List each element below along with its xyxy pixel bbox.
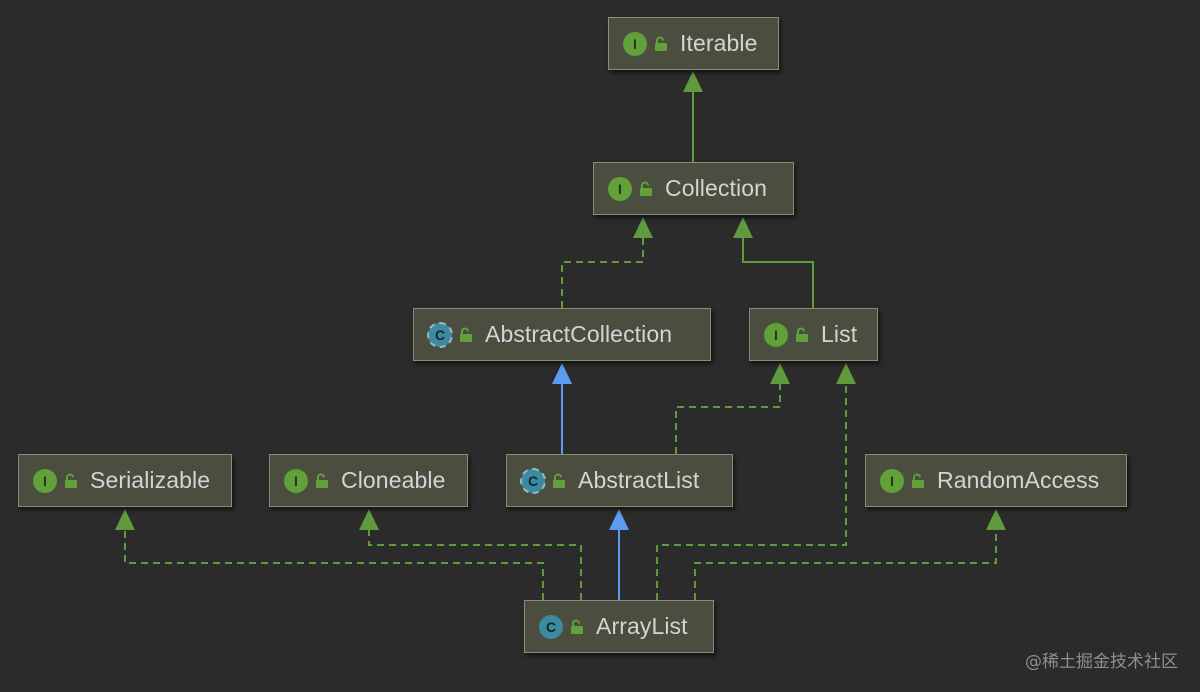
node-label: AbstractCollection	[485, 321, 673, 347]
node-label: Collection	[665, 175, 767, 201]
node-iterable[interactable]: I Iterable	[608, 17, 779, 70]
node-list[interactable]: I List	[749, 308, 878, 361]
node-label: Iterable	[680, 30, 758, 56]
unlocked-padlock-icon	[553, 473, 565, 488]
edge-arraylist-cloneable	[368, 528, 582, 600]
watermark: @稀土掘金技术社区	[1025, 652, 1178, 672]
abstract-class-icon: C	[520, 467, 546, 494]
node-label: RandomAccess	[937, 467, 1100, 493]
arrowhead-randomaccess	[986, 509, 1006, 530]
arrowhead-cloneable	[359, 509, 379, 530]
edge-arraylist-randomaccess	[694, 528, 997, 600]
unlocked-padlock-icon	[460, 327, 472, 342]
interface-icon: I	[764, 322, 788, 347]
unlocked-padlock-icon	[796, 327, 808, 342]
interface-icon: I	[880, 468, 904, 493]
unlocked-padlock-icon	[655, 36, 667, 51]
arrowhead-list-right	[836, 363, 856, 384]
edge-arraylist-list	[656, 382, 847, 600]
edge-list-collection	[742, 236, 814, 308]
interface-icon: I	[623, 31, 647, 56]
unlocked-padlock-icon	[912, 473, 924, 488]
arrowhead-iterable	[683, 71, 703, 92]
arrowhead-collection-left	[633, 217, 653, 238]
arrowhead-serializable	[115, 509, 135, 530]
edge-abstractlist-list	[675, 382, 781, 454]
interface-icon: I	[284, 468, 308, 493]
node-label: AbstractList	[578, 467, 700, 493]
edge-arraylist-serializable	[124, 528, 544, 600]
node-array-list[interactable]: C ArrayList	[524, 600, 714, 653]
node-cloneable[interactable]: I Cloneable	[269, 454, 468, 507]
node-label: ArrayList	[596, 613, 688, 639]
node-collection[interactable]: I Collection	[593, 162, 794, 215]
unlocked-padlock-icon	[316, 473, 328, 488]
unlocked-padlock-icon	[571, 619, 583, 634]
node-label: List	[821, 321, 858, 347]
abstract-class-icon: C	[427, 321, 453, 348]
interface-icon: I	[608, 176, 632, 201]
node-serializable[interactable]: I Serializable	[18, 454, 232, 507]
node-abstract-list[interactable]: C AbstractList	[506, 454, 733, 507]
unlocked-padlock-icon	[640, 181, 652, 196]
node-abstract-collection[interactable]: C AbstractCollection	[413, 308, 711, 361]
class-icon: C	[539, 614, 563, 639]
unlocked-padlock-icon	[65, 473, 77, 488]
node-label: Cloneable	[341, 467, 446, 493]
node-label: Serializable	[90, 467, 211, 493]
arrowhead-collection-right	[733, 217, 753, 238]
interface-icon: I	[33, 468, 57, 493]
arrowhead-list-left	[770, 363, 790, 384]
arrowhead-abstractlist	[609, 509, 629, 530]
edge-abstractcollection-collection	[561, 236, 644, 308]
arrowhead-abstractcollection	[552, 363, 572, 384]
node-random-access[interactable]: I RandomAccess	[865, 454, 1127, 507]
